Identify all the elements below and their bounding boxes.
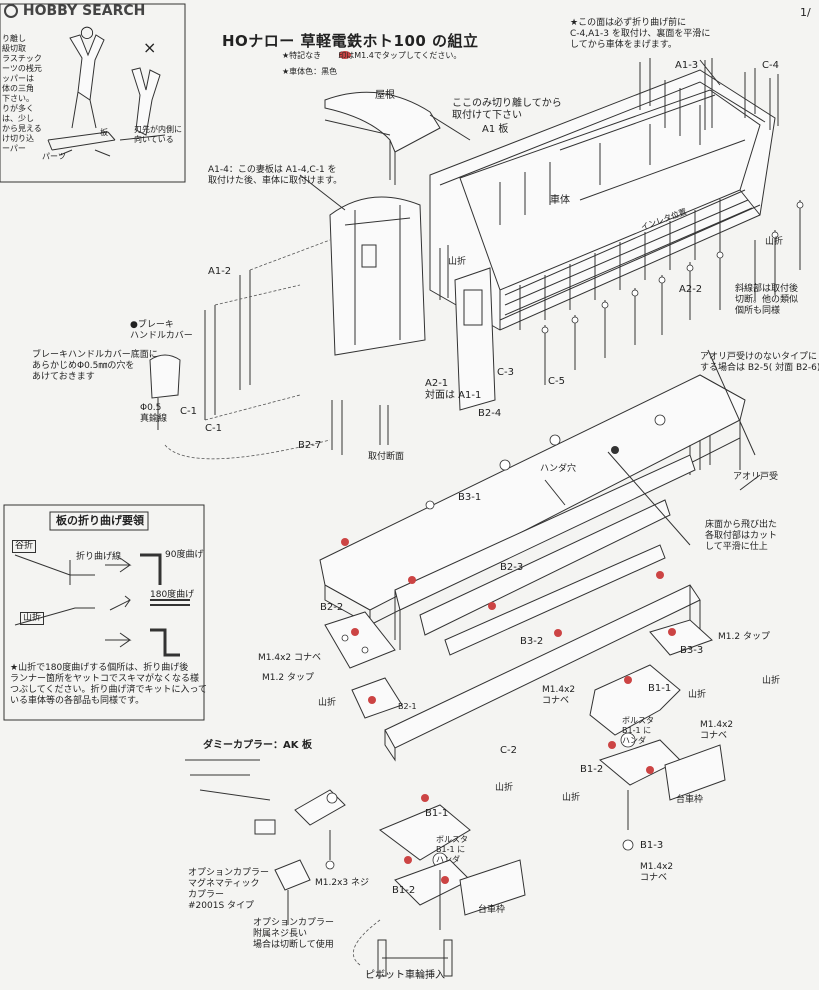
label-cut-note: ここのみ切り離してから取付けて下さい	[452, 98, 562, 121]
top-right-note: ★この面は必ず折り曲げ前に C-4,A1-3 を取付け、裏面を平滑に してから車…	[570, 18, 711, 50]
bend-180-label: 180度曲げ	[150, 590, 195, 600]
label-yamaori-d: 山折	[688, 690, 707, 700]
plate-label: 板	[100, 128, 108, 137]
page-title: HOナロー 草軽電鉄ホト100 の組立	[222, 32, 479, 50]
label-c-1a: C-1	[180, 406, 197, 417]
label-option-screw: オプションカプラー附属ネジ長い場合は切断して使用	[253, 918, 335, 950]
bend-guide-title: 板の折り曲げ要領	[56, 514, 144, 527]
bend-90-label: 90度曲げ	[165, 550, 204, 560]
bend-valley-label: 谷折	[12, 540, 37, 553]
logo-icon	[4, 4, 18, 18]
label-b3-3: B3-3	[680, 645, 704, 656]
label-brake-note: ブレーキハンドルカバー底面にあらかじめΦ0.5㎜の穴をあけておきます	[32, 350, 158, 382]
label-yamaori-f: 山折	[562, 793, 581, 803]
label-c-2: C-2	[500, 745, 517, 756]
logo-text: HOBBY SEARCH	[22, 3, 146, 19]
label-m12-screw: M1.2x3 ネジ	[315, 878, 369, 888]
label-a1-2: A1-2	[208, 266, 232, 277]
label-b2-1: B2-1	[398, 702, 417, 711]
tap-marker	[408, 576, 416, 584]
label-yamaori-a: 山折	[448, 257, 467, 267]
bad-mark: ×	[143, 38, 157, 57]
label-m14-nut: M1.4x2 コナベ	[258, 653, 321, 663]
label-pivot: ピボット車輪挿入	[365, 970, 445, 981]
label-solder-hole: ハンダ穴	[540, 464, 577, 474]
parts-label: パーツ	[42, 152, 66, 161]
tap-marker	[441, 876, 449, 884]
label-b2-3: B2-3	[500, 562, 524, 573]
label-roof: 屋根	[375, 90, 395, 101]
label-yamaori-e: 山折	[495, 783, 514, 793]
tap-marker	[421, 794, 429, 802]
label-a2-2: A2-2	[679, 284, 703, 295]
label-c-1b: C-1	[205, 423, 222, 434]
label-b1-1b: B1-1	[425, 808, 449, 819]
good-mark: ○	[80, 22, 94, 41]
bend-fold-line-label: 折り曲げ線	[76, 552, 122, 562]
tap-marker	[668, 628, 676, 636]
tap-marker	[351, 628, 359, 636]
label-section: 取付断面	[368, 452, 405, 462]
bend-guide-note: ★山折で180度曲げする個所は、折り曲げ後ランナー箇所をヤットコでスキマがなくな…	[10, 663, 208, 706]
label-yamaori-right: 山折	[765, 237, 784, 247]
label-b1-1a: B1-1	[648, 683, 672, 694]
label-yamaori-c: 山折	[762, 676, 781, 686]
label-c-3: C-3	[497, 367, 514, 378]
label-floor-note: 床面から飛び出た各取付部はカットして平滑に仕上	[705, 520, 778, 552]
label-c-4: C-4	[762, 60, 779, 71]
logo: HOBBY SEARCH	[4, 3, 145, 19]
tap-marker	[554, 629, 562, 637]
tap-marker	[624, 676, 632, 684]
label-b2-4: B2-4	[478, 408, 502, 419]
label-b1-2b: B1-2	[392, 885, 416, 896]
label-aori-uke: アオリ戸受	[733, 472, 779, 482]
label-b1-2a: B1-2	[580, 764, 604, 775]
tap-marker	[608, 741, 616, 749]
page-number: 1/	[800, 6, 811, 19]
tap-marker	[488, 602, 496, 610]
color-note: ★車体色：黒色	[282, 67, 338, 76]
blade-note: 刃先が内側に向いている	[134, 125, 182, 144]
tap-marker	[368, 696, 376, 704]
label-b1-3: B1-3	[640, 840, 664, 851]
label-m12-tap-a: M1.2 タップ	[262, 673, 314, 683]
label-yamaori-b: 山折	[318, 698, 337, 708]
label-daisha-a: 台車枠	[676, 795, 704, 805]
label-dummy-coupler: ダミーカプラー：AK 板	[203, 740, 312, 751]
label-b3-2: B3-2	[520, 636, 544, 647]
tap-note: ★特記なき 印はM1.4でタップしてください。	[282, 51, 462, 60]
label-brake: ●ブレーキハンドルカバー	[130, 320, 193, 341]
label-option-coupler: オプションカプラーマグネマティック カプラー#2001S タイプ	[188, 868, 270, 911]
label-c-5: C-5	[548, 376, 565, 387]
tap-marker	[341, 538, 349, 546]
label-a1-4-note: A1-4：この妻板は A1-4,C-1 を取付けた後、車体に取付けます。	[208, 165, 343, 186]
label-b3-1: B3-1	[458, 492, 482, 503]
label-daisha-b: 台車枠	[478, 905, 506, 915]
label-aori-note: アオリ戸受けのないタイプにする場合は B2-5( 対面 B2-6)	[700, 352, 819, 373]
bend-mountain-label: 山折	[20, 612, 45, 625]
label-b2-2: B2-2	[320, 602, 344, 613]
tap-marker	[404, 856, 412, 864]
tap-marker-legend	[339, 51, 351, 59]
tap-marker	[656, 571, 664, 579]
label-a1-plate: A1 板	[482, 124, 509, 135]
tap-marker	[646, 766, 654, 774]
tool-instructions: り離し級切取 ラスチックーツの桟元 ッパーは体の三角 下さい。りが多く は、少し…	[2, 34, 42, 153]
label-m12-tap-b: M1.2 タップ	[718, 632, 770, 642]
label-diagonal-note: 斜線部は取付後切断。他の類似個所も同様	[735, 284, 799, 316]
label-a1-3: A1-3	[675, 60, 699, 71]
label-body: 車体	[550, 195, 570, 206]
label-b2-7: B2-7	[298, 440, 322, 451]
